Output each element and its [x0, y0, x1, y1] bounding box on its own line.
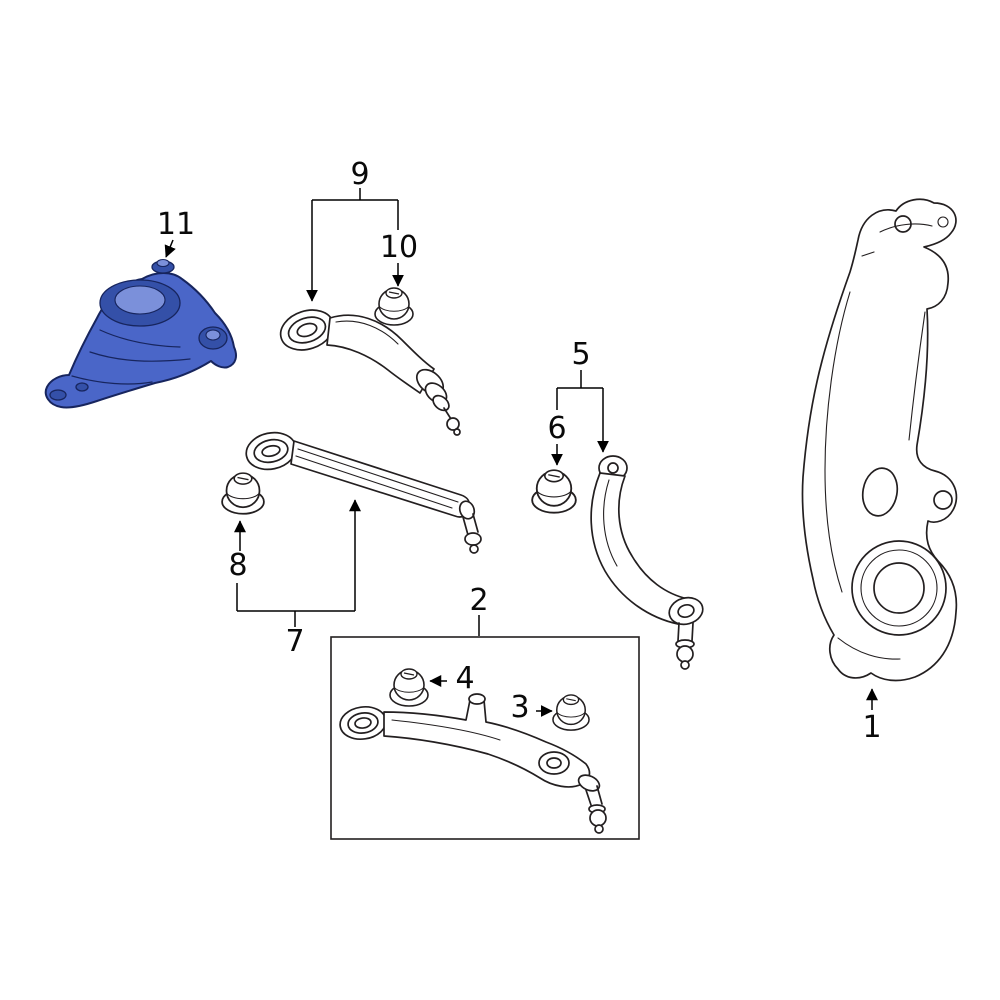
- part-10-bushing-drawing: [374, 287, 414, 326]
- upper-arm-shaft-line: [335, 320, 399, 345]
- straight-arm-eye-inner: [261, 444, 281, 458]
- upper-arm-stud: [443, 407, 452, 420]
- part-5-curved-arm-drawing: [590, 455, 704, 670]
- part-8-bushing-drawing: [221, 472, 265, 515]
- curved-arm-top-hole: [607, 462, 619, 474]
- leader-11: [164, 239, 176, 258]
- lower-arm-plate-ring-inner: [546, 757, 562, 769]
- upper-arm-eye-inner: [296, 322, 318, 338]
- lower-arm-bj-stud: [585, 785, 603, 809]
- lower-arm-bj-tip: [594, 824, 604, 834]
- part-11-mount-bracket-drawing: [44, 258, 237, 409]
- mount-rib-1: [99, 329, 181, 348]
- knuckle-hub-ring: [860, 549, 938, 627]
- curved-arm-stud: [677, 622, 694, 642]
- knuckle-right-edge-line: [908, 311, 926, 441]
- part-6-bushing-drawing: [531, 469, 577, 514]
- part-1-knuckle-drawing: [801, 198, 958, 682]
- mount-foot-hole-1: [49, 389, 67, 401]
- curved-arm-body-line: [603, 479, 618, 567]
- callout-label-2: 2: [469, 583, 488, 618]
- knuckle-fork-line: [879, 223, 933, 233]
- upper-arm-ball-tip: [453, 428, 461, 436]
- part-2-lower-arm-drawing: [339, 693, 607, 834]
- straight-arm-shaft-line-1: [297, 448, 459, 503]
- callout-label-6: 6: [547, 411, 566, 446]
- curved-arm-housing-inner: [677, 603, 695, 619]
- straight-arm-stud: [462, 513, 479, 536]
- knuckle-left-edge-line: [824, 291, 851, 593]
- mount-dome-top: [114, 285, 166, 315]
- curved-arm-ball-tip: [680, 660, 690, 670]
- knuckle-tab-hole: [933, 490, 953, 510]
- callout-label-4: 4: [455, 661, 474, 696]
- knuckle-small-tab: [861, 251, 875, 257]
- bracket-9: [312, 188, 399, 230]
- bracket-5: [556, 370, 603, 410]
- straight-arm-shaft-line-2: [295, 455, 453, 509]
- curved-arm-ball: [676, 645, 694, 663]
- knuckle-tip-detail: [937, 216, 949, 228]
- lower-arm-body-line: [391, 719, 501, 741]
- callout-label-3: 3: [510, 690, 529, 725]
- callout-label-9: 9: [350, 157, 369, 192]
- callout-label-5: 5: [571, 337, 590, 372]
- straight-arm-shaft: [290, 440, 471, 518]
- mount-side-boss-top: [205, 329, 221, 341]
- straight-arm-ball: [464, 532, 482, 546]
- knuckle-foot-line: [837, 637, 901, 660]
- lower-arm-eye-inner: [354, 717, 372, 729]
- bracket-7: [236, 583, 355, 627]
- callout-label-1: 1: [862, 710, 881, 745]
- callout-label-11: 11: [157, 207, 195, 242]
- part-7-straight-arm-drawing: [245, 431, 482, 554]
- knuckle-hub-inner: [873, 562, 925, 614]
- mount-foot-hole-2: [75, 382, 89, 392]
- straight-arm-collar: [458, 500, 476, 520]
- part-2-box: [330, 636, 640, 840]
- mount-top-nub: [156, 258, 170, 268]
- lower-arm-post-cap: [468, 693, 486, 705]
- part-9-upper-arm-drawing: [279, 309, 461, 436]
- part-3-bushing-drawing: [552, 694, 590, 731]
- upper-arm-boot-3: [432, 394, 450, 412]
- straight-arm-ball-tip: [469, 544, 479, 554]
- callout-label-8: 8: [228, 548, 247, 583]
- upper-arm-ball: [446, 417, 460, 431]
- mount-bracket-body: [44, 272, 237, 409]
- lower-arm-bj-ball: [589, 809, 607, 827]
- part-4-bushing-drawing: [389, 668, 429, 707]
- mount-rib-3: [71, 375, 153, 385]
- callout-label-7: 7: [285, 624, 304, 659]
- knuckle-upper-hole: [861, 467, 899, 517]
- mount-rib-2: [89, 351, 191, 362]
- callout-label-10: 10: [380, 230, 418, 265]
